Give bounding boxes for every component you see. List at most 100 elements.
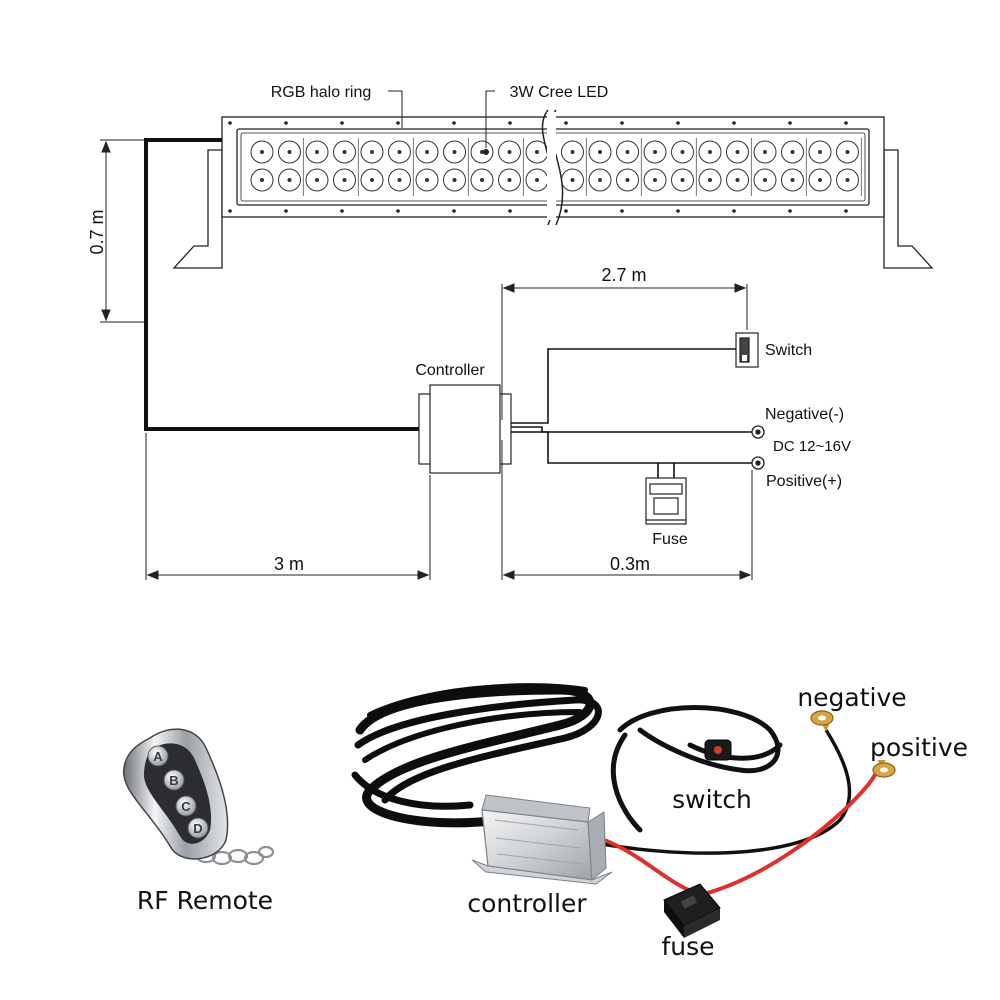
controller-box: [418, 384, 512, 474]
led-chip: [625, 178, 630, 182]
screw: [508, 209, 512, 213]
remote-button-label: B: [169, 773, 178, 788]
left-bracket: [172, 149, 223, 269]
led-chip: [735, 178, 740, 182]
screw: [396, 121, 400, 125]
switch-cable: [610, 705, 783, 833]
screw: [844, 121, 848, 125]
switch-connector: [704, 739, 732, 761]
screw: [620, 121, 624, 125]
led-chip: [598, 178, 602, 182]
remote-button-c[interactable]: [175, 795, 197, 817]
screw: [564, 121, 568, 125]
label-photo-switch: switch: [672, 785, 752, 814]
led-chip: [370, 150, 374, 154]
led-chip: [342, 178, 347, 182]
dimension-bottom: [145, 433, 753, 580]
screw: [676, 121, 680, 125]
negative-wire: [579, 729, 852, 855]
led-chip: [425, 178, 429, 182]
label-rf-remote: RF Remote: [137, 886, 273, 915]
screw: [508, 121, 512, 125]
remote-button-d[interactable]: [187, 817, 209, 839]
led-chip: [680, 178, 685, 182]
dimension-harness: [501, 283, 748, 420]
screw: [788, 209, 792, 213]
controller-photo: [471, 794, 613, 885]
led-chip: [790, 150, 795, 154]
switch-symbol: [735, 332, 759, 368]
screw: [564, 209, 568, 213]
light-bar: [172, 109, 934, 269]
label-fuse: Fuse: [652, 531, 688, 548]
led-chip: [535, 150, 539, 154]
led-chip: [735, 150, 740, 154]
positive-ring-terminal: [872, 760, 896, 778]
label-controller: Controller: [415, 362, 485, 379]
dimension-height: [100, 139, 144, 323]
right-bracket: [883, 149, 934, 269]
led-chip: [452, 178, 457, 182]
led-chip: [260, 150, 264, 154]
positive-wire: [589, 764, 882, 898]
screw: [732, 121, 736, 125]
led-chip: [260, 178, 264, 182]
screw: [452, 209, 456, 213]
remote-button-label: C: [181, 799, 191, 814]
led-chip: [397, 150, 402, 154]
led-chip: [287, 178, 292, 182]
terminal-positive: [751, 456, 765, 470]
cable-coil: [351, 683, 602, 828]
led-chip: [763, 178, 767, 182]
screw: [340, 209, 344, 213]
led-chip: [397, 178, 402, 182]
led-chip: [507, 150, 512, 154]
screw: [228, 209, 232, 213]
led-chip: [342, 150, 347, 154]
remote-button-b[interactable]: [163, 769, 185, 791]
led-chip: [708, 178, 712, 182]
screw: [340, 121, 344, 125]
label-bar-lead: 3 m: [274, 554, 304, 574]
led-chip: [653, 178, 657, 182]
label-positive: Positive(+): [766, 473, 842, 490]
led-chip: [287, 150, 292, 154]
led-chip: [680, 150, 685, 154]
led-chip: [625, 150, 630, 154]
label-cree-led: 3W Cree LED: [510, 84, 609, 101]
label-photo-positive: positive: [870, 733, 968, 762]
led-chip: [653, 150, 657, 154]
led-chip: [818, 150, 822, 154]
screw: [620, 209, 624, 213]
label-photo-fuse: fuse: [661, 932, 714, 961]
led-chip: [370, 178, 374, 182]
screw: [284, 209, 288, 213]
label-photo-controller: controller: [467, 889, 587, 918]
screw: [284, 121, 288, 125]
negative-ring-terminal: [810, 710, 834, 732]
fuse-holder-photo: [663, 883, 721, 938]
led-chip: [315, 178, 319, 182]
screw: [844, 209, 848, 213]
label-power-lead: 0.3m: [610, 554, 650, 574]
screw: [396, 209, 400, 213]
label-height: 0.7 m: [87, 209, 107, 254]
remote-button-a[interactable]: [147, 745, 169, 767]
led-chip: [598, 150, 602, 154]
led-chip: [570, 178, 575, 182]
led-chip: [480, 150, 484, 154]
screw: [452, 121, 456, 125]
bar-lead-wire: [144, 138, 425, 431]
label-photo-negative: negative: [797, 683, 906, 712]
led-chip: [452, 150, 457, 154]
led-chip: [480, 178, 484, 182]
screw: [676, 209, 680, 213]
led-chip: [845, 150, 850, 154]
fuse-symbol: [645, 477, 687, 525]
label-negative: Negative(-): [765, 406, 844, 423]
label-switch: Switch: [765, 342, 812, 359]
led-chip: [818, 178, 822, 182]
led-chip: [708, 150, 712, 154]
